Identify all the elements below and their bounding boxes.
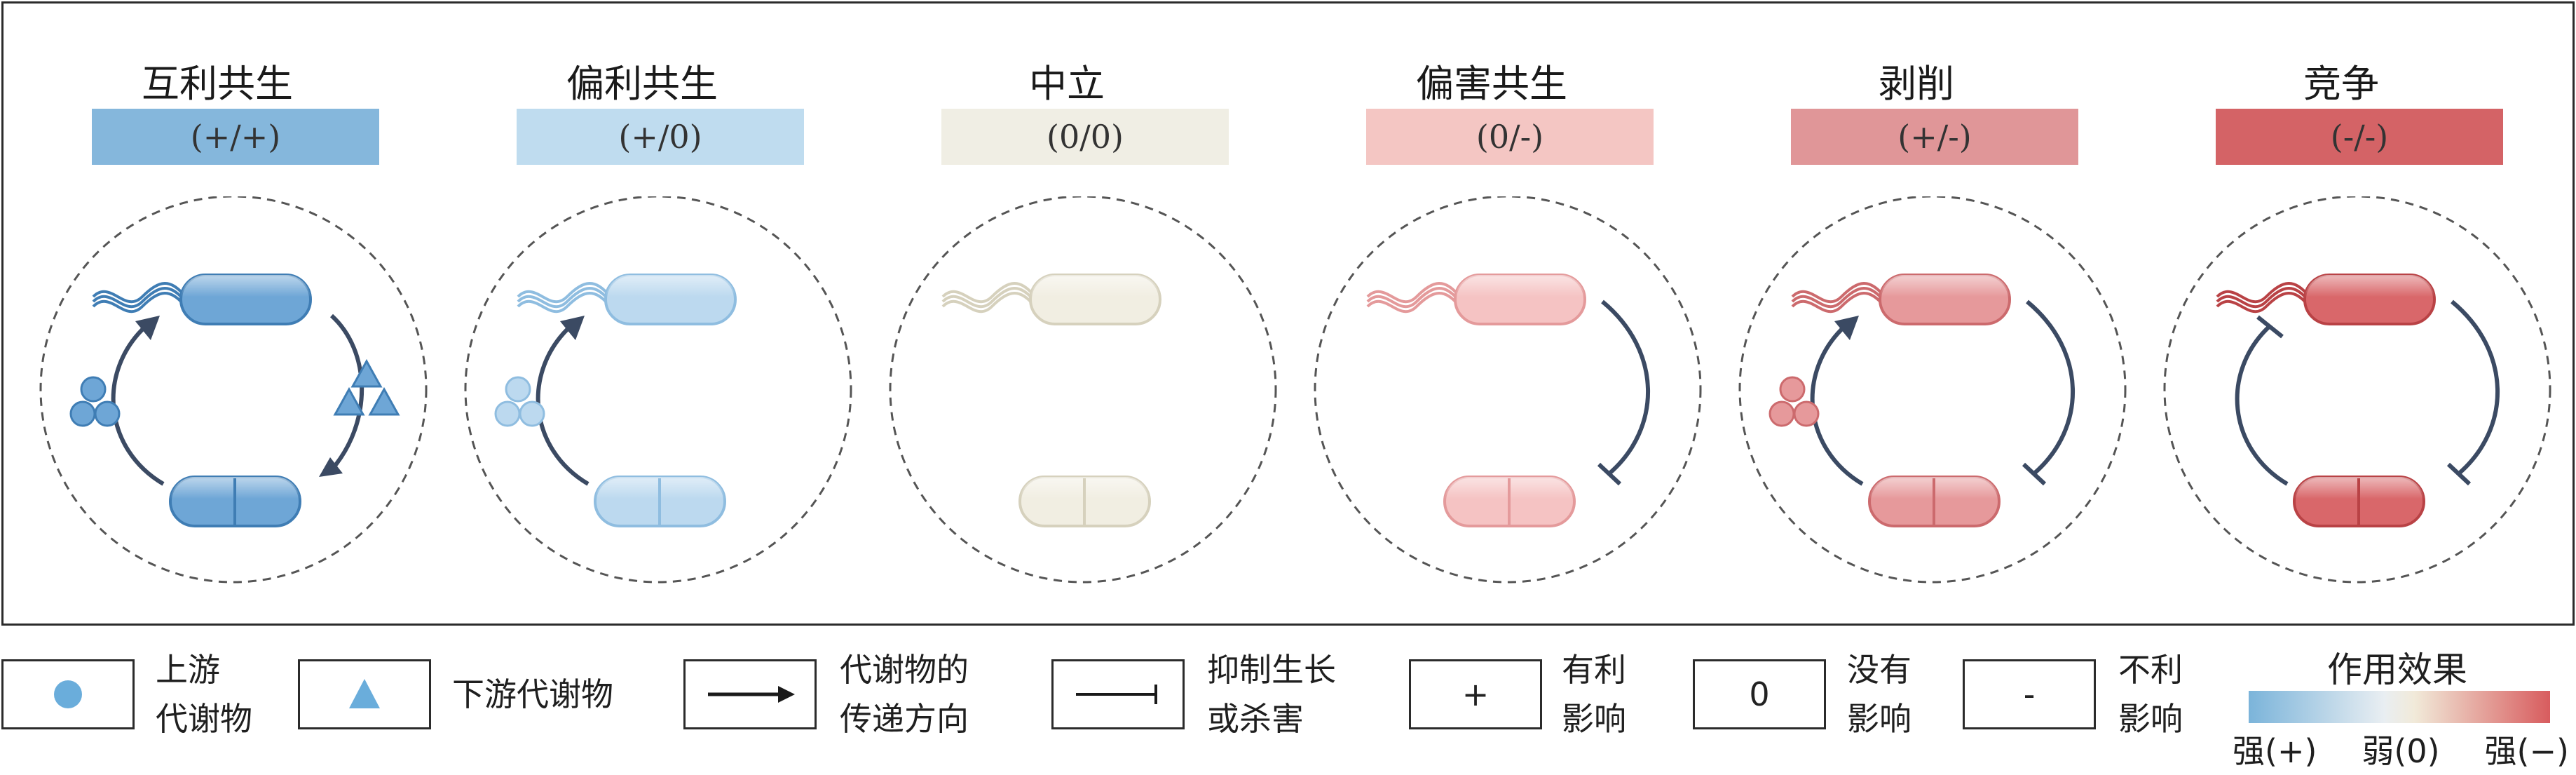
inhibit-line-right xyxy=(1601,299,1650,476)
inhibit-label: 抑制生长 或杀害 xyxy=(1207,651,1336,738)
effect-scale-title: 作用效果 xyxy=(2327,649,2467,690)
triangle-icon xyxy=(349,679,380,708)
downstream-legend-box xyxy=(298,659,431,729)
scale-label-strong-negative: 强(−) xyxy=(2484,732,2569,770)
inhibit-line-right xyxy=(2026,299,2075,476)
panel-title: 中立 xyxy=(1029,62,1105,106)
inhibit-legend-box xyxy=(1051,659,1185,729)
bacterium-bottom xyxy=(169,476,301,527)
bacterium-bottom xyxy=(594,476,726,527)
flagellum xyxy=(1366,282,1460,314)
bacterium-top xyxy=(1029,274,1161,325)
bacterium-bottom xyxy=(1868,476,2001,527)
interaction-circle xyxy=(39,196,428,584)
interaction-panel: 偏利共生(+/0) xyxy=(428,4,856,628)
dashed-boundary xyxy=(889,196,1277,584)
panel-title: 偏害共生 xyxy=(1416,62,1567,106)
circle-icon xyxy=(54,680,82,708)
bacterium-top xyxy=(2303,274,2436,325)
direction-legend-box xyxy=(683,659,817,729)
minus-symbol: - xyxy=(2023,675,2036,713)
transfer-arrow-left xyxy=(1810,324,1864,486)
upstream-metabolites xyxy=(69,376,121,427)
effect-label-box: (+/-) xyxy=(1791,109,2078,165)
transfer-arrow-left xyxy=(111,324,165,486)
arrow-right-icon xyxy=(708,686,795,703)
scale-label-weak: 弱(0) xyxy=(2362,732,2440,770)
effect-label-box: (+/+) xyxy=(92,109,379,165)
inhibit-icon xyxy=(1076,685,1157,704)
panel-title: 剥削 xyxy=(1879,62,1954,106)
zero-symbol: 0 xyxy=(1749,675,1770,713)
effect-label-box: (0/0) xyxy=(941,109,1229,165)
panel-title: 偏利共生 xyxy=(566,62,718,106)
interaction-panel: 剥削(+/-) xyxy=(1703,4,2130,628)
diagram-frame: 互利共生(+/+)偏利共生(+/0)中立(0/0)偏害共生(0/-)剥削(+/-… xyxy=(1,1,2575,626)
interaction-panel: 互利共生(+/+) xyxy=(4,4,431,628)
interaction-panel: 竞争(-/-) xyxy=(2127,4,2555,628)
interaction-panel: 偏害共生(0/-) xyxy=(1278,4,1705,628)
interaction-circle xyxy=(2163,196,2551,584)
effect-color-scale xyxy=(2249,691,2550,723)
upstream-label: 上游 代谢物 xyxy=(156,651,252,738)
upstream-metabolites xyxy=(494,376,545,427)
flagellum xyxy=(517,282,611,314)
interaction-circle xyxy=(1738,196,2127,584)
bacterium-top xyxy=(1454,274,1586,325)
plus-symbol: + xyxy=(1461,675,1490,713)
effect-label-box: (0/-) xyxy=(1366,109,1654,165)
neutral-label: 没有 影响 xyxy=(1847,651,1911,738)
interaction-circle xyxy=(1314,196,1702,584)
positive-label: 有利 影响 xyxy=(1562,651,1626,738)
transfer-arrow-right xyxy=(329,314,364,471)
flagellum xyxy=(941,282,1035,314)
panel-title: 竞争 xyxy=(2303,62,2379,106)
bacterium-top xyxy=(179,274,312,325)
interaction-circle xyxy=(464,196,852,584)
inhibit-line-right xyxy=(2451,299,2500,476)
transfer-arrow-left xyxy=(536,324,590,486)
dashed-boundary xyxy=(1738,196,2127,584)
dashed-boundary xyxy=(39,196,428,584)
negative-label: 不利 影响 xyxy=(2118,651,2183,738)
negative-legend-box: - xyxy=(1963,659,2096,729)
bacterium-bottom xyxy=(1018,476,1151,527)
flagellum xyxy=(2216,282,2310,314)
downstream-label: 下游代谢物 xyxy=(452,675,613,713)
neutral-legend-box: 0 xyxy=(1693,659,1826,729)
flagellum xyxy=(92,282,186,314)
dashed-boundary xyxy=(2163,196,2551,584)
bacterium-top xyxy=(1879,274,2011,325)
upstream-metabolites xyxy=(1769,376,1820,427)
scale-label-strong-positive: 强(+) xyxy=(2233,732,2317,770)
inhibit-line-left xyxy=(2235,324,2289,486)
bacterium-bottom xyxy=(2293,476,2425,527)
direction-label: 代谢物的 传递方向 xyxy=(840,651,969,738)
positive-legend-box: + xyxy=(1409,659,1542,729)
bacterium-top xyxy=(604,274,737,325)
dashed-boundary xyxy=(464,196,852,584)
dashed-boundary xyxy=(1314,196,1702,584)
effect-label-box: (+/0) xyxy=(517,109,804,165)
panel-title: 互利共生 xyxy=(142,62,293,106)
interaction-panel: 中立(0/0) xyxy=(853,4,1281,628)
interaction-circle xyxy=(889,196,1277,584)
downstream-metabolites xyxy=(333,358,400,416)
flagellum xyxy=(1791,282,1885,314)
effect-label-box: (-/-) xyxy=(2216,109,2503,165)
bacterium-bottom xyxy=(1443,476,1576,527)
effect-scale-labels: 强(+) 弱(0) 强(−) xyxy=(2233,726,2569,772)
legend: 上游 代谢物 下游代谢物 代谢物的 传递方向 抑制生长 或杀害 + 有利 影响 … xyxy=(0,645,2576,775)
upstream-legend-box xyxy=(1,659,135,729)
